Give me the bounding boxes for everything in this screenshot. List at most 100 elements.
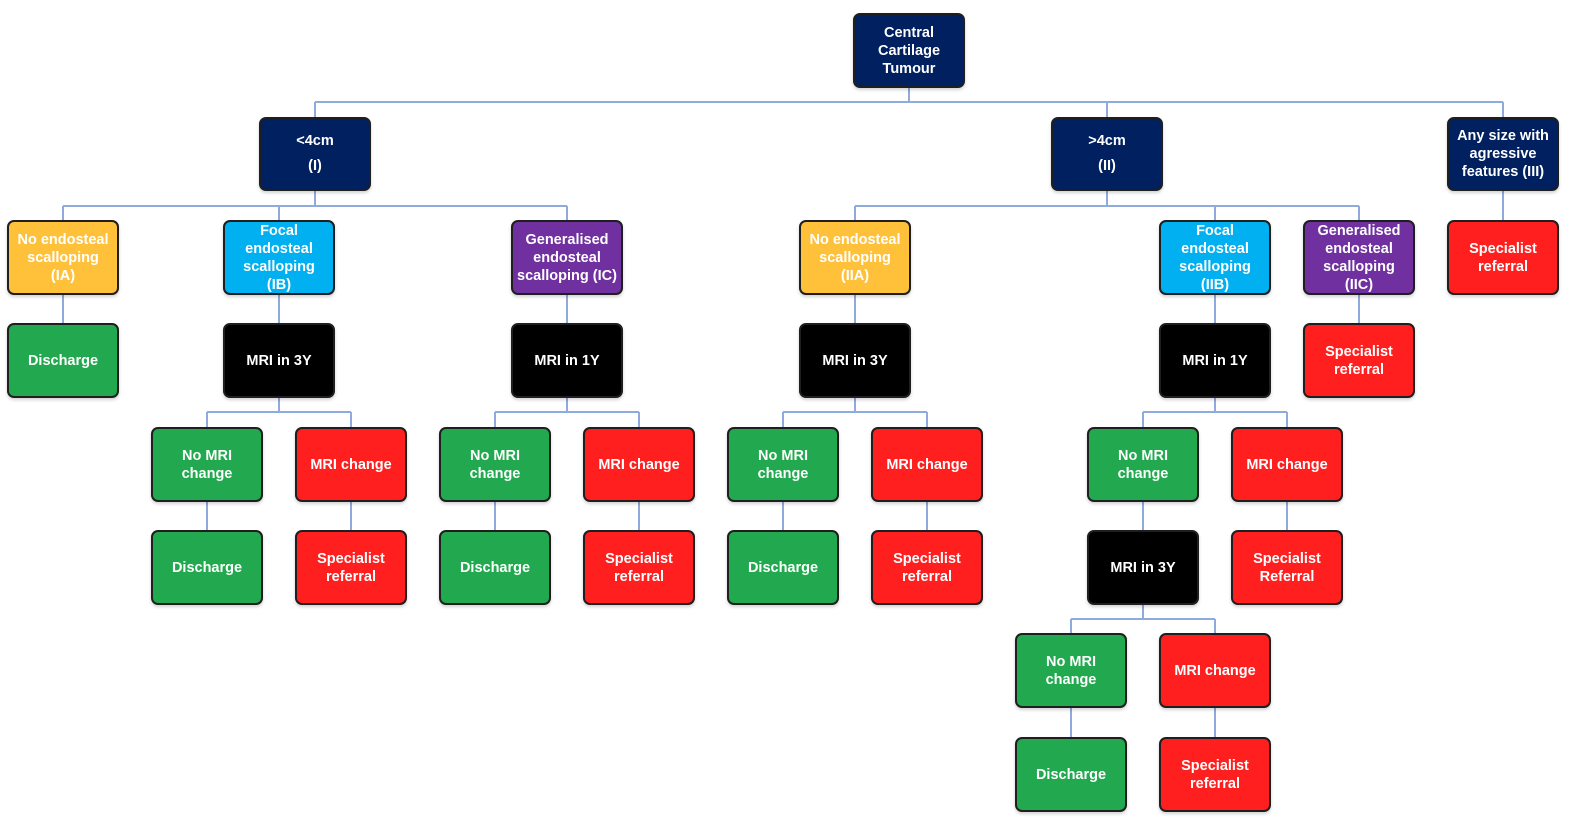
iib-mri-change-node: MRI change xyxy=(1231,427,1343,502)
ib-mri-change-node: MRI change xyxy=(295,427,407,502)
node-label-line: Discharge xyxy=(747,559,819,576)
node-label-line: Focal xyxy=(1196,222,1234,239)
node-label-line: MRI in 3Y xyxy=(822,352,888,369)
node-label-line: Central xyxy=(884,24,934,41)
node-label-line: Any size with xyxy=(1457,128,1549,144)
node-label-line: scalloping xyxy=(1323,258,1395,275)
ib-discharge-node: Discharge xyxy=(151,530,263,605)
node-label-line: referral xyxy=(1478,258,1528,275)
ic-mri-1y-node: MRI in 1Y xyxy=(511,323,623,398)
node-label-line: change xyxy=(1117,465,1169,482)
node-label-line: MRI in 3Y xyxy=(1110,559,1176,576)
iib-followup-mri-change-node: MRI change xyxy=(1159,633,1271,708)
node-label-line: referral xyxy=(326,568,376,585)
node-label-line: >4cm xyxy=(1088,133,1126,149)
node-label-line: endosteal xyxy=(1181,240,1249,257)
node-label-line: scalloping (IC) xyxy=(517,267,617,284)
ib-mri-3y-node: MRI in 3Y xyxy=(223,323,335,398)
iib-mri-1y-node: MRI in 1Y xyxy=(1159,323,1271,398)
node-label-line: endosteal xyxy=(1325,240,1393,257)
node-label-line: Specialist xyxy=(1325,343,1393,360)
node-label-line: MRI in 3Y xyxy=(246,352,312,369)
node-label-line: Discharge xyxy=(1035,766,1107,783)
node-label-line: referral xyxy=(614,568,664,585)
node-label-line: agressive xyxy=(1469,146,1537,162)
node-label-line: (IIA) xyxy=(840,267,870,284)
node-label-line: MRI in 1Y xyxy=(1182,352,1248,369)
iib-followup-discharge-node: Discharge xyxy=(1015,737,1127,812)
node-label-line: MRI change xyxy=(598,456,680,473)
node-label-line: No MRI xyxy=(758,447,808,464)
node-label-line: Discharge xyxy=(27,352,99,369)
size-under-4cm-node: <4cm (I) xyxy=(259,117,371,191)
node-label-line: Specialist xyxy=(1469,240,1537,257)
node-label-line: Tumour xyxy=(882,60,936,77)
node-label-line: referral xyxy=(1334,361,1384,378)
node-label-line: <4cm xyxy=(296,133,334,149)
node-label-line: scalloping xyxy=(27,249,99,266)
iia-mri-3y-node: MRI in 3Y xyxy=(799,323,911,398)
node-label-line: Referral xyxy=(1259,568,1315,585)
node-label-line: change xyxy=(757,465,809,482)
node-label-line: No MRI xyxy=(1046,653,1096,670)
node-label-line: Generalised xyxy=(525,231,609,248)
node-label-line: features (III) xyxy=(1461,164,1545,180)
node-label-line: MRI change xyxy=(886,456,968,473)
node-label-line: (IIB) xyxy=(1200,276,1230,293)
node-label-line: (IB) xyxy=(266,276,292,293)
iia-mri-change-node: MRI change xyxy=(871,427,983,502)
node-label-line: Generalised xyxy=(1317,222,1401,239)
ia-discharge-node: Discharge xyxy=(7,323,119,398)
node-label-line: No MRI xyxy=(1118,447,1168,464)
node-label-line: (IIC) xyxy=(1344,276,1374,293)
node-label-line: Specialist xyxy=(605,550,673,567)
iib-mri-3y-followup-node: MRI in 3Y xyxy=(1087,530,1199,605)
node-label-line: (IA) xyxy=(50,267,76,284)
node-label-line: Specialist xyxy=(317,550,385,567)
node-label-line: MRI change xyxy=(1174,662,1256,679)
node-label-line: change xyxy=(1045,671,1097,688)
node-label-line: MRI change xyxy=(1246,456,1328,473)
node-label-line: referral xyxy=(1190,775,1240,792)
node-label-line: Specialist xyxy=(1181,757,1249,774)
node-label-line: change xyxy=(181,465,233,482)
node-label-line: MRI change xyxy=(310,456,392,473)
node-label-line: No endosteal xyxy=(809,231,901,248)
node-label-line: Discharge xyxy=(171,559,243,576)
node-label-line: referral xyxy=(902,568,952,585)
node-label-line: Focal xyxy=(260,222,298,239)
node-label-line: Specialist xyxy=(893,550,961,567)
node-label-line: No MRI xyxy=(470,447,520,464)
ic-mri-change-node: MRI change xyxy=(583,427,695,502)
node-label-line: Discharge xyxy=(459,559,531,576)
node-label-line: (I) xyxy=(308,158,322,174)
node-label-line: change xyxy=(469,465,521,482)
node-label-line: (II) xyxy=(1098,158,1116,174)
node-label-line: scalloping xyxy=(243,258,315,275)
ic-discharge-node: Discharge xyxy=(439,530,551,605)
node-label-line: endosteal xyxy=(245,240,313,257)
node-label-line: scalloping xyxy=(819,249,891,266)
node-label-line: Specialist xyxy=(1253,550,1321,567)
node-label-line: No MRI xyxy=(182,447,232,464)
iia-discharge-node: Discharge xyxy=(727,530,839,605)
